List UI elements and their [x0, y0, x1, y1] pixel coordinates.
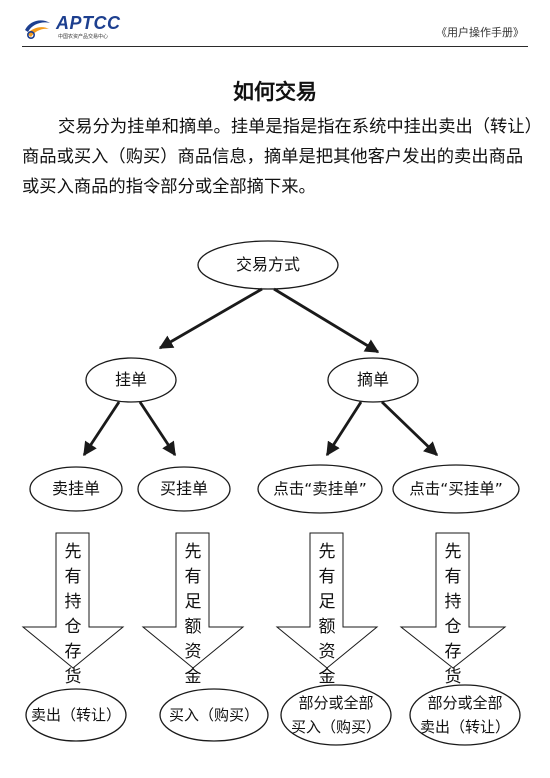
node-place-order: 挂单	[114, 370, 147, 389]
condition-holdings: 先有 持仓 存货	[58, 540, 88, 690]
action-node-shape	[392, 464, 520, 514]
node-click-buy-order: 点击“买挂单”	[409, 480, 503, 498]
condition-funds: 先有 足额 资金	[312, 540, 342, 690]
block-arrow	[21, 532, 125, 669]
branch-node-shape	[85, 357, 177, 403]
condition-line: 资金	[318, 642, 336, 687]
header-divider	[22, 46, 528, 47]
result-buy-purchase: 买入（购买）	[168, 706, 259, 724]
node-click-sell-order: 点击“卖挂单”	[273, 480, 367, 498]
node-sell-order: 卖挂单	[51, 479, 100, 498]
manual-title: 《用户操作手册》	[436, 26, 524, 39]
block-arrow	[275, 532, 379, 669]
condition-funds: 先有 足额 资金	[178, 540, 208, 690]
condition-line: 先有	[444, 542, 462, 587]
flow-arrow	[325, 401, 363, 457]
condition-line: 先有	[64, 542, 82, 587]
condition-line: 先有	[184, 542, 202, 587]
condition-line: 存货	[444, 642, 462, 687]
branch-node-shape	[327, 357, 419, 403]
result-line: 部分或全部	[298, 694, 374, 712]
logo-text: APTCC	[56, 13, 121, 33]
condition-line: 存货	[64, 642, 82, 687]
action-node-shape	[29, 466, 123, 512]
aptcc-logo: APTCC 中国农资产品交易中心	[22, 12, 152, 42]
result-sell-transfer: 卖出（转让）	[30, 706, 121, 724]
block-arrow	[141, 532, 245, 669]
condition-line: 持仓	[64, 592, 82, 637]
result-node-shape	[280, 684, 392, 746]
result-line: 部分或全部	[427, 694, 503, 712]
result-node-shape	[25, 688, 127, 742]
condition-line: 先有	[318, 542, 336, 587]
root-node-shape	[197, 240, 339, 290]
flow-arrow	[82, 401, 121, 457]
logo-subtitle: 中国农资产品交易中心	[58, 34, 109, 40]
flow-arrow	[158, 287, 263, 350]
block-arrow	[399, 532, 507, 669]
aptcc-logo-icon	[25, 20, 50, 39]
flow-arrow	[273, 287, 380, 354]
flow-arrow	[381, 400, 439, 457]
node-take-order: 摘单	[356, 370, 389, 389]
result-partial-buy: 部分或全部 买入（购买）	[281, 685, 391, 745]
condition-line: 足额	[184, 592, 202, 637]
action-node-shape	[137, 466, 231, 512]
node-buy-order: 买挂单	[159, 479, 208, 498]
result-line: 买入（购买）	[290, 718, 381, 736]
condition-line: 持仓	[444, 592, 462, 637]
node-trade-method: 交易方式	[235, 255, 300, 274]
result-line: 卖出（转让）	[419, 718, 510, 736]
condition-line: 资金	[184, 642, 202, 687]
result-node-shape	[159, 688, 269, 742]
intro-paragraph: 交易分为挂单和摘单。挂单是指是指在系统中挂出卖出（转让）商品或买入（购买）商品信…	[22, 117, 534, 197]
page-header: APTCC 中国农资产品交易中心 《用户操作手册》	[0, 0, 550, 48]
result-partial-sell: 部分或全部 卖出（转让）	[410, 685, 520, 745]
action-node-shape	[257, 464, 383, 514]
result-node-shape	[409, 684, 521, 746]
condition-line: 足额	[318, 592, 336, 637]
flow-arrow	[138, 401, 177, 457]
condition-holdings: 先有 持仓 存货	[438, 540, 468, 690]
page-title: 如何交易	[233, 79, 317, 104]
